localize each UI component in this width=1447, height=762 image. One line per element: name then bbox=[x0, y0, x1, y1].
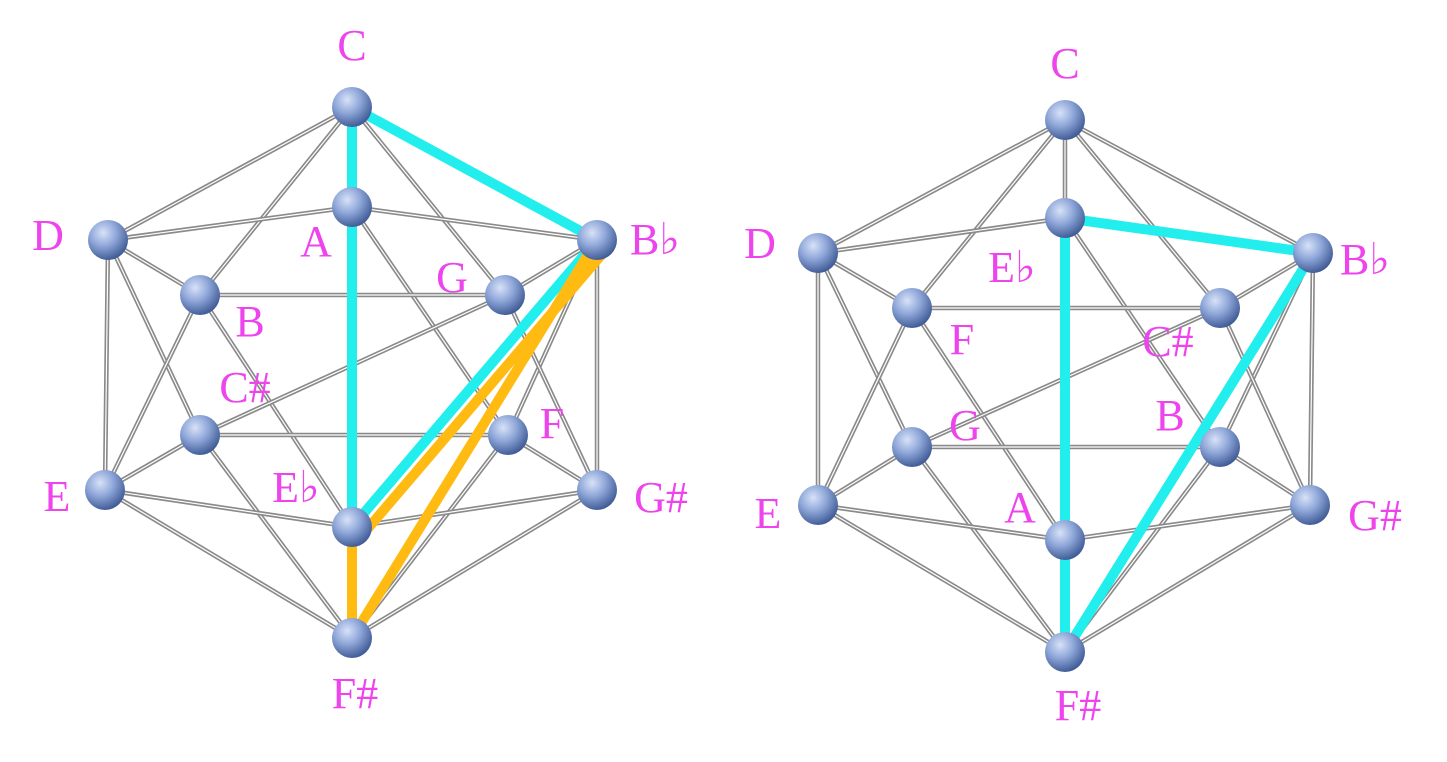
left-icosahedron: C D A B♭ B G C# F E E♭ G# F# bbox=[32, 21, 688, 718]
label-c-sharp: C# bbox=[1142, 317, 1193, 366]
label-d: D bbox=[32, 211, 64, 260]
vertex-e bbox=[798, 485, 838, 525]
vertex-c bbox=[332, 87, 372, 127]
edge-core-E-Fs bbox=[817, 504, 1066, 653]
edge-core-C-D bbox=[817, 119, 1066, 254]
vertex-f-sharp bbox=[1045, 632, 1085, 672]
left-vertices bbox=[85, 87, 617, 658]
label-d: D bbox=[744, 219, 776, 268]
edge-core-A-F bbox=[351, 206, 509, 436]
edge-core-D-A bbox=[107, 206, 353, 241]
label-f: F bbox=[540, 399, 564, 448]
highlight-edge-Eb-Bb bbox=[1064, 213, 1314, 258]
vertex-g bbox=[892, 427, 932, 467]
vertex-d bbox=[798, 233, 838, 273]
vertex-f bbox=[892, 288, 932, 328]
vertex-b-flat bbox=[1293, 233, 1333, 273]
edge-core-C-Cs bbox=[1064, 119, 1221, 309]
vertex-b bbox=[180, 275, 220, 315]
vertex-g bbox=[485, 275, 525, 315]
vertex-c-sharp bbox=[180, 415, 220, 455]
label-b-flat: B♭ bbox=[630, 215, 680, 264]
label-f: F bbox=[950, 315, 974, 364]
edge-core-F-A bbox=[911, 307, 1066, 541]
vertex-e-flat bbox=[1045, 198, 1085, 238]
edge-core-C-Bb bbox=[1064, 119, 1314, 254]
edge-core-Eb-Gs bbox=[351, 489, 598, 528]
edge-core-C-D bbox=[107, 106, 353, 241]
edge-core-Cs-Gs bbox=[1219, 307, 1311, 506]
right-highlight-edges bbox=[1060, 213, 1318, 655]
label-b-flat: B♭ bbox=[1340, 235, 1390, 284]
edge-core-E-Fs bbox=[104, 489, 353, 639]
vertex-b-flat bbox=[577, 220, 617, 260]
label-b: B bbox=[1155, 391, 1184, 440]
label-e-flat: E♭ bbox=[272, 463, 320, 512]
label-c: C bbox=[1050, 39, 1079, 88]
edge-core-E-A bbox=[817, 504, 1066, 541]
vertex-e bbox=[85, 470, 125, 510]
vertex-g-sharp bbox=[1290, 485, 1330, 525]
edge-core-C-F bbox=[911, 119, 1066, 309]
label-g: G bbox=[949, 401, 981, 450]
vertex-c bbox=[1045, 100, 1085, 140]
right-note-labels: C D E♭ B♭ F C# G B E A G# F# bbox=[744, 39, 1402, 730]
vertex-c-sharp bbox=[1200, 288, 1240, 328]
vertex-g-sharp bbox=[577, 470, 617, 510]
label-g: G bbox=[436, 253, 468, 302]
edge-core-D-Cs bbox=[107, 239, 201, 436]
vertex-f-sharp bbox=[332, 618, 372, 658]
edge-core-A-Gs bbox=[1064, 504, 1311, 541]
vertex-f bbox=[488, 415, 528, 455]
right-icosahedron: C D E♭ B♭ F C# G B E A G# F# bbox=[744, 39, 1402, 730]
edge-core-Gs-Fs bbox=[351, 489, 598, 639]
edge-core-Gs-Fs bbox=[1064, 504, 1311, 653]
label-g-sharp: G# bbox=[634, 473, 688, 522]
label-a: A bbox=[1004, 483, 1036, 532]
edge-core-B-E bbox=[104, 294, 201, 491]
edge-core-Eb-B bbox=[1064, 217, 1221, 448]
edge-core-C-B bbox=[199, 106, 353, 296]
edge-core-A-Bb bbox=[351, 206, 598, 241]
edge-core-D-E bbox=[104, 239, 109, 491]
edge-core-D-G bbox=[817, 252, 913, 448]
label-g-sharp: G# bbox=[1348, 491, 1402, 540]
label-e-flat: E♭ bbox=[988, 243, 1036, 292]
highlight-edge-Bb-Fs bbox=[347, 237, 602, 641]
right-vertices bbox=[798, 100, 1333, 672]
edge-core-Bb-Gs bbox=[1309, 252, 1314, 506]
edge-core-G-Fs bbox=[911, 446, 1066, 653]
label-f-sharp: F# bbox=[332, 669, 378, 718]
label-e: E bbox=[44, 472, 71, 521]
edge-core-F-E bbox=[817, 307, 913, 506]
label-f-sharp: F# bbox=[1055, 681, 1101, 730]
left-highlight-edges bbox=[347, 102, 613, 641]
edge-core-D-Eb bbox=[817, 217, 1066, 254]
highlight-edge-C-Bb bbox=[349, 102, 600, 245]
edge-core-Cs-Fs bbox=[199, 434, 353, 639]
edge-core-C-G bbox=[351, 106, 506, 296]
label-a: A bbox=[300, 217, 332, 266]
highlight-edge-Bb-Eb bbox=[348, 236, 601, 531]
vertex-d bbox=[88, 220, 128, 260]
label-c: C bbox=[337, 21, 366, 70]
edge-core-E-Eb bbox=[104, 489, 353, 528]
vertex-a bbox=[1045, 520, 1085, 560]
vertex-b bbox=[1200, 427, 1240, 467]
label-e: E bbox=[755, 489, 782, 538]
label-c-sharp: C# bbox=[219, 363, 270, 412]
edge-core-B-Eb bbox=[199, 294, 353, 528]
label-b: B bbox=[235, 297, 264, 346]
left-note-labels: C D A B♭ B G C# F E E♭ G# F# bbox=[32, 21, 688, 718]
vertex-e-flat bbox=[332, 507, 372, 547]
vertex-a bbox=[332, 187, 372, 227]
highlight-edge-Bb-Fs bbox=[1060, 250, 1318, 655]
